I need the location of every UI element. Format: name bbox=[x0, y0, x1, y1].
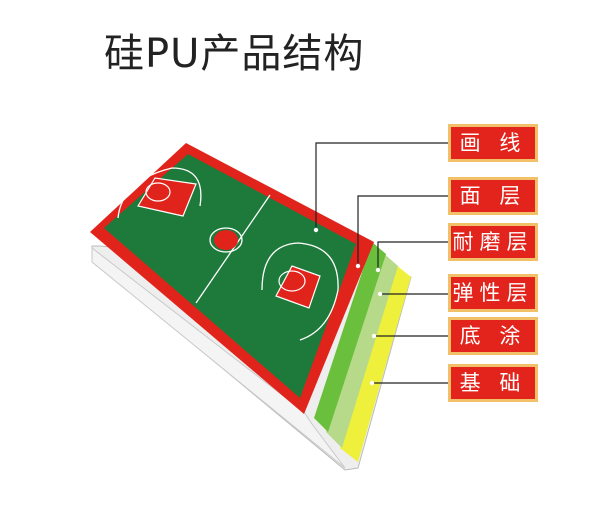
layer-label-primer: 底 涂 bbox=[448, 317, 538, 355]
leader-line-surface bbox=[357, 195, 448, 266]
leader-dot-base bbox=[369, 380, 375, 386]
leader-dot-surface bbox=[355, 263, 361, 269]
leader-dot-wear bbox=[375, 267, 381, 273]
leader-dot-primer bbox=[371, 333, 377, 339]
wear-layer bbox=[314, 242, 386, 432]
page-title: 硅PU产品结构 bbox=[104, 31, 365, 77]
court-surface bbox=[104, 154, 356, 398]
leader-line-marking bbox=[315, 142, 448, 228]
center-circle bbox=[209, 227, 243, 253]
leader-line-wear bbox=[377, 241, 448, 270]
layer-label-wear: 耐磨层 bbox=[448, 223, 538, 261]
layer-label-base: 基 础 bbox=[448, 364, 538, 402]
primer-layer bbox=[340, 264, 411, 462]
leader-dot-elastic bbox=[377, 291, 383, 297]
key-right bbox=[275, 265, 321, 309]
base-front-face bbox=[91, 246, 346, 469]
layer-label-surface: 面 层 bbox=[448, 177, 538, 215]
elastic-layer bbox=[326, 252, 398, 448]
key-left bbox=[137, 177, 197, 217]
layer-label-marking: 画 线 bbox=[448, 124, 538, 162]
center-line bbox=[195, 194, 271, 304]
three-point-arc-left bbox=[117, 167, 202, 219]
free-throw-circle-right bbox=[278, 270, 306, 292]
leader-dot-marking bbox=[313, 227, 319, 233]
layer-label-elastic: 弹性层 bbox=[448, 274, 538, 312]
center-court-dot bbox=[214, 230, 238, 250]
free-throw-circle-left bbox=[145, 182, 171, 202]
three-point-arc-right bbox=[261, 242, 339, 341]
